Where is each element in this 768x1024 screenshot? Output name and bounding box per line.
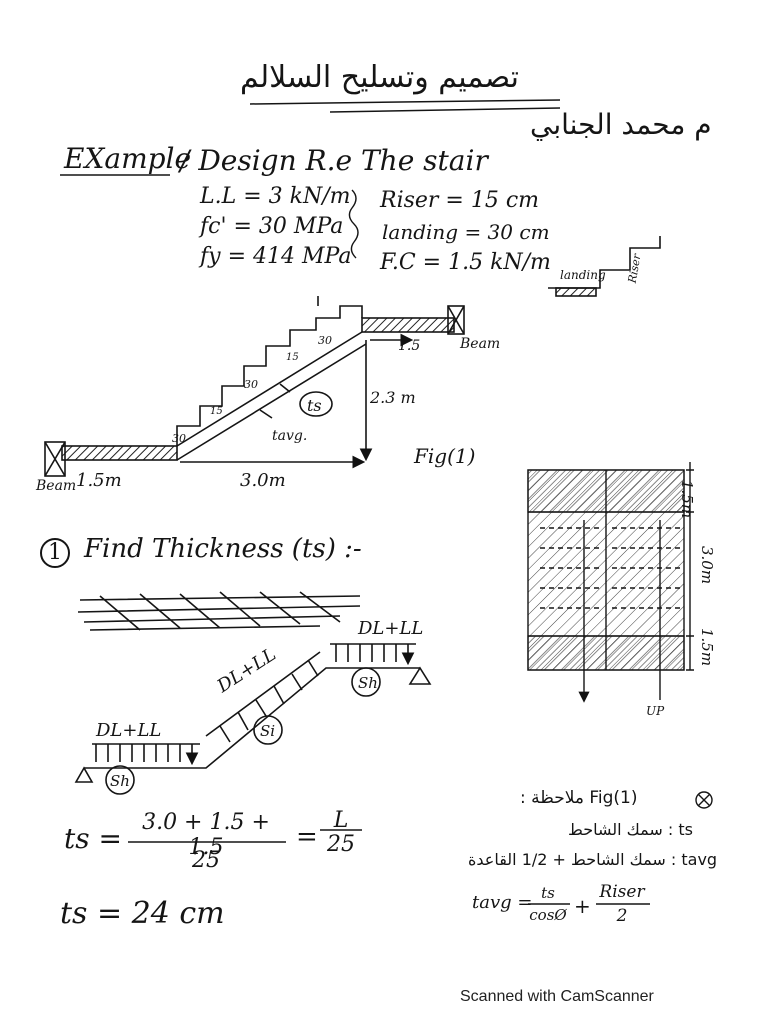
formula-denominator: 25 (192, 848, 220, 873)
tavg-formula-lhs: tavg = (472, 892, 533, 913)
formula-bars (128, 829, 650, 905)
given-landing: landing = 30 cm (382, 220, 550, 244)
stair-plan-view (527, 462, 694, 703)
tread-label-2: 30 (244, 378, 258, 391)
crossed-out-text (77, 591, 361, 631)
support-right-label: Sh (358, 674, 378, 692)
beam-right-label: Beam (460, 336, 501, 352)
stair-elevation (44, 296, 465, 477)
result-thickness: ts = 24 cm (60, 896, 225, 931)
len-mid-label: 3.0m (240, 470, 286, 491)
support-left-label: Sh (110, 772, 130, 790)
height-label: 2.3 m (370, 388, 416, 407)
formula-equals: = (296, 822, 318, 852)
given-fc-load: F.C = 1.5 kN/m (380, 250, 551, 275)
author-name: م محمد الجنابي (530, 108, 712, 141)
note-line-1: Fig(1) ملاحظة : (520, 788, 638, 808)
document-title: تصميم وتسليح السلالم (240, 60, 519, 95)
given-fy: fy = 414 MPa (200, 244, 352, 269)
riser-tick-2: 15 (286, 352, 299, 363)
given-ll: L.L = 3 kN/m (200, 184, 351, 209)
given-fc: fc' = 30 MPa (200, 214, 344, 239)
tavg-label: tavg. (272, 428, 308, 444)
support-mid-label: Si (260, 722, 276, 740)
small-stair-sketch (548, 236, 661, 297)
fig1-caption: Fig(1) (414, 444, 476, 468)
len-left-label: 1.5m (76, 470, 122, 491)
given-riser: Riser = 15 cm (380, 188, 540, 213)
example-subtitle: / Design R.e The stair (180, 144, 488, 177)
given-brace (348, 189, 359, 259)
sketch-landing-label: landing (560, 268, 606, 282)
formula-lhs: ts = (64, 822, 122, 855)
load-right-label: DL+LL (358, 618, 424, 639)
plan-up-label: UP (646, 704, 665, 718)
tavg-formula-n2: Riser (599, 882, 645, 902)
formula-l-numerator: L (333, 808, 349, 833)
riser-tick-1: 15 (210, 406, 223, 417)
note-line-3: tavg : سمك الشاحط + 1/2 القاعدة (468, 850, 718, 869)
ts-label: ts (307, 396, 322, 415)
tavg-formula-plus: + (574, 894, 591, 918)
tavg-formula-d2: 2 (616, 906, 628, 926)
step-number: 1 (40, 538, 70, 568)
tread-label-3: 30 (318, 334, 332, 347)
step-title: Find Thickness (ts) :- (84, 534, 362, 564)
formula-l-denominator: 25 (327, 832, 355, 857)
title-underline (249, 99, 561, 105)
example-heading: EXample (64, 142, 192, 175)
author-underline (329, 107, 561, 113)
load-left-label: DL+LL (96, 720, 162, 741)
tavg-formula-n1: ts (541, 884, 555, 902)
scanner-watermark: Scanned with CamScanner (460, 988, 654, 1005)
note-line-2: ts : سمك الشاحط (568, 820, 693, 839)
load-diagram (74, 643, 432, 795)
formula-numerator: 3.0 + 1.5 + 1.5 (142, 810, 270, 860)
tavg-formula-d1: cosØ (529, 906, 567, 924)
beam-left-label: Beam (36, 478, 77, 494)
note-marker-icon (695, 791, 713, 809)
